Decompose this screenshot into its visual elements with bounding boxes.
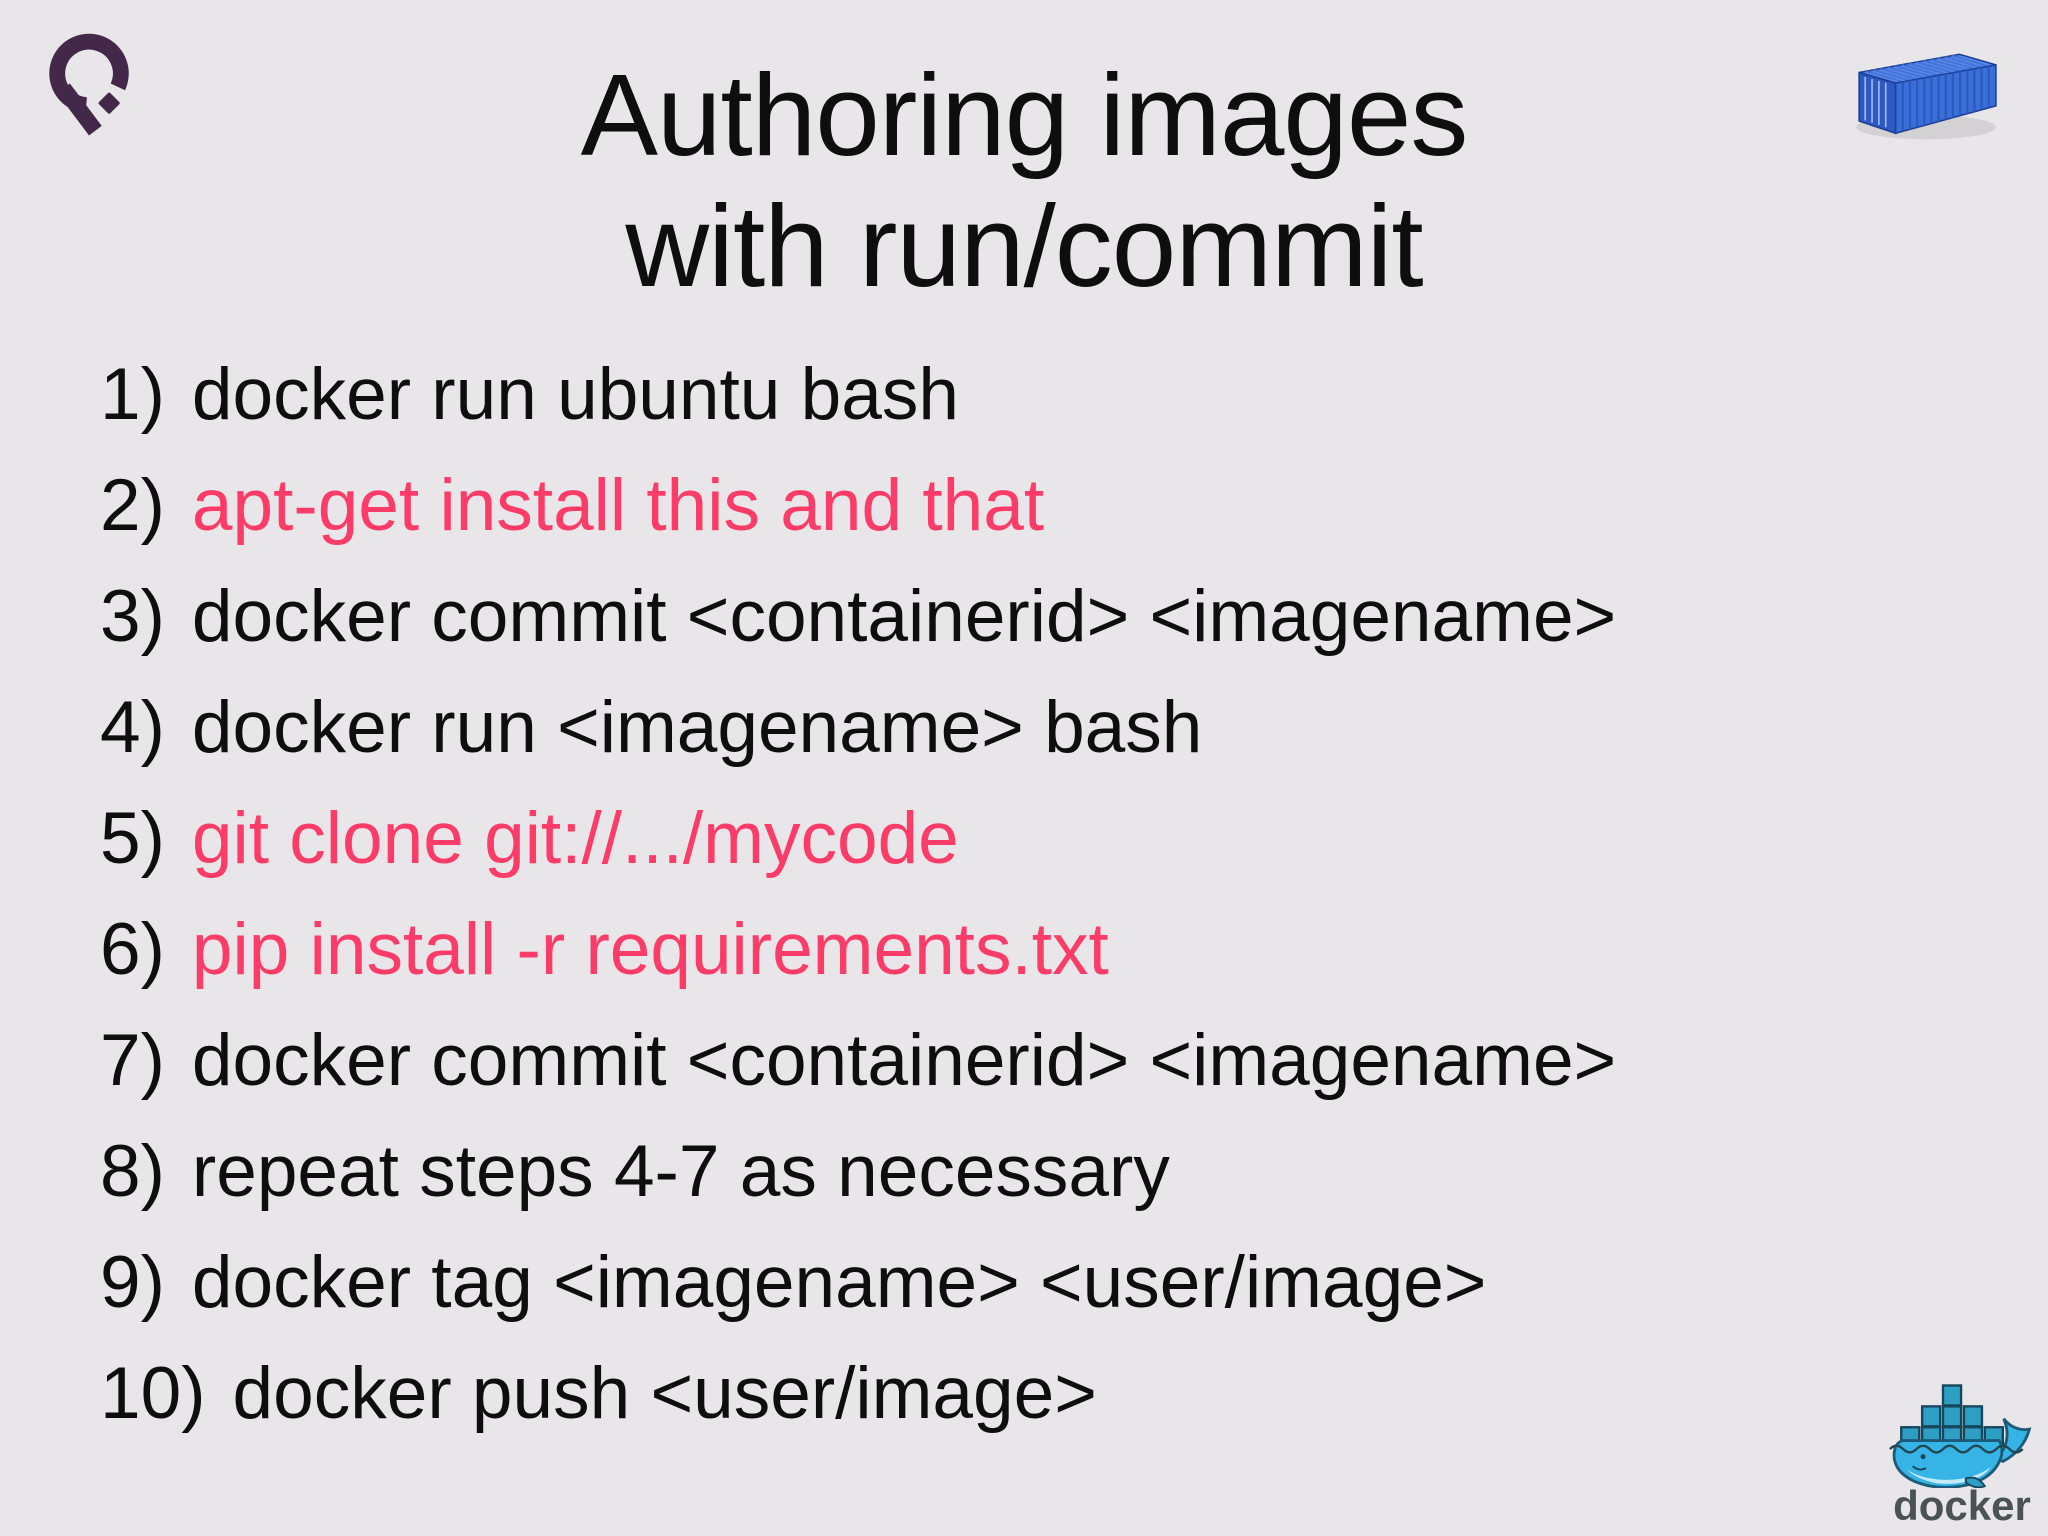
step-number: 4): [100, 687, 165, 768]
title-line-1: Authoring images: [580, 50, 1469, 180]
list-item: 6) pip install -r requirements.txt: [100, 913, 1616, 986]
whale-containers: [1900, 1384, 2005, 1449]
docker-logo: docker: [1884, 1376, 2040, 1530]
list-item: 5) git clone git://.../mycode: [100, 802, 1616, 875]
step-number: 2): [100, 465, 165, 546]
waterline: [1889, 1444, 2024, 1454]
list-item: 8) repeat steps 4-7 as necessary: [100, 1135, 1616, 1208]
step-number: 1): [100, 354, 165, 435]
step-text: docker run <imagename> bash: [191, 687, 1203, 768]
list-item: 2) apt-get install this and that: [100, 469, 1616, 542]
container-side-ribs: [1901, 66, 1990, 132]
slide-title: Authoring images with run/commit: [0, 50, 2048, 312]
step-text: docker commit <containerid> <imagename>: [191, 576, 1617, 657]
step-text: docker commit <containerid> <imagename>: [191, 1020, 1617, 1101]
whale-flipper: [1964, 1476, 1987, 1488]
step-text: docker run ubuntu bash: [191, 354, 959, 435]
q-conference-logo-icon: [49, 33, 129, 136]
whale-mouth: [1912, 1465, 1927, 1471]
list-item: 3) docker commit <containerid> <imagenam…: [100, 580, 1616, 653]
step-number: 8): [100, 1131, 165, 1212]
shipping-container-image: [1856, 53, 1997, 140]
container-top-ribs: [1866, 54, 1989, 83]
step-text: git clone git://.../mycode: [191, 798, 959, 879]
step-number: 9): [100, 1242, 165, 1323]
list-item: 9) docker tag <imagename> <user/image>: [100, 1246, 1616, 1319]
list-item: 7) docker commit <containerid> <imagenam…: [100, 1024, 1616, 1097]
step-number: 7): [100, 1020, 165, 1101]
step-number: 10): [100, 1353, 206, 1434]
step-text: docker tag <imagename> <user/image>: [191, 1242, 1487, 1323]
steps-list: 1) docker run ubuntu bash 2) apt-get ins…: [100, 358, 1616, 1468]
step-text: docker push <user/image>: [232, 1353, 1097, 1434]
step-number: 3): [100, 576, 165, 657]
q-tail: [57, 83, 102, 136]
step-text: pip install -r requirements.txt: [191, 909, 1109, 990]
list-item: 1) docker run ubuntu bash: [100, 358, 1616, 431]
step-text: repeat steps 4-7 as necessary: [191, 1131, 1170, 1212]
q-diamond: [98, 92, 120, 114]
whale-eye: [1920, 1454, 1926, 1460]
list-item: 10) docker push <user/image>: [100, 1357, 1616, 1430]
container-door-rods: [1864, 77, 1887, 128]
step-text: apt-get install this and that: [191, 465, 1045, 546]
docker-whale-icon: [1889, 1384, 2032, 1488]
docker-wordmark: docker: [1893, 1482, 2031, 1529]
step-number: 6): [100, 909, 165, 990]
title-line-2: with run/commit: [625, 181, 1423, 312]
list-item: 4) docker run <imagename> bash: [100, 691, 1616, 764]
step-number: 5): [100, 798, 165, 879]
